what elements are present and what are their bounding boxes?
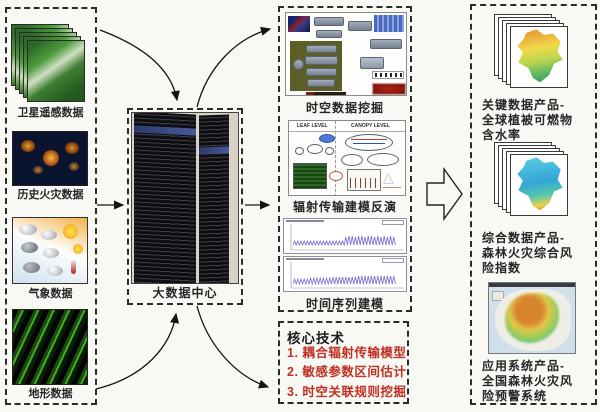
time-series-label: 时间序列建模 (305, 297, 384, 311)
products-box (470, 4, 597, 405)
cloud-icon (43, 248, 59, 258)
processing-box (278, 6, 412, 312)
snow-cloud-icon (47, 266, 63, 276)
data-sources-box (5, 7, 97, 405)
red-result-thumbnail (372, 83, 406, 95)
canopy-thumbnail (347, 169, 381, 191)
fire-risk-index-map-stack (494, 142, 574, 222)
core-tech-item-3: 3. 时空关联规则挖掘 (287, 384, 407, 399)
radiative-transfer-image: LEAF LEVEL CANOPY LEVEL △ (288, 120, 406, 196)
weather-data-label: 气象数据 (28, 288, 73, 300)
fire-risk-index-product-label: 综合数据产品- 森林火灾综合风 险指数 (482, 231, 574, 275)
dark-strip (306, 92, 346, 95)
spatiotemporal-mining-label: 时空数据挖掘 (305, 101, 384, 115)
grid-pattern-thumbnail (374, 15, 404, 32)
satellite-data-label: 卫星遥感数据 (17, 107, 84, 119)
terrain-data-label: 地形数据 (28, 388, 73, 400)
core-tech-item-2: 2. 敏感参数区间估计 (287, 365, 407, 380)
weather-icons-image (12, 217, 88, 284)
barcode-thumbnail (372, 71, 404, 79)
sun-icon (73, 244, 83, 254)
leaf-level-header: LEAF LEVEL (297, 123, 328, 129)
time-series-plot-2 (283, 256, 407, 292)
leaf-sample-thumbnail (293, 163, 327, 189)
rain-cloud-icon (23, 262, 40, 273)
warning-system-screenshot (488, 282, 576, 354)
terrain-image (12, 309, 88, 385)
fuel-moisture-product-label: 关键数据产品- 全球植被可燃物 含水率 (482, 98, 574, 142)
triangle-glyph: △ (383, 169, 394, 185)
data-center-label: 大数据中心 (152, 286, 218, 300)
thermometer-icon (71, 260, 76, 274)
core-tech-item-1: 1. 耦合辐射传输模型 (287, 346, 407, 360)
satellite-thumbnail (288, 16, 310, 32)
core-tech-box: 核心技术 1. 耦合辐射传输模型 2. 敏感参数区间估计 3. 时空关联规则挖掘 (278, 321, 409, 404)
cloud-icon (41, 230, 57, 240)
fire-history-label: 历史火灾数据 (17, 189, 84, 201)
storm-cloud-icon (21, 242, 38, 253)
world-fire-map-image (12, 131, 88, 186)
spatiotemporal-mining-image (285, 12, 407, 96)
model-node (319, 134, 335, 143)
cloud-icon (19, 224, 37, 235)
server-rack-image (131, 112, 239, 284)
sun-icon (63, 224, 78, 239)
warning-system-product-label: 应用系统产品- 全国森林火灾风 险预警系统 (482, 359, 574, 403)
core-tech-title: 核心技术 (287, 331, 345, 346)
radiative-transfer-label: 辐射传输建模反演 (292, 200, 397, 214)
link-node (329, 171, 343, 181)
data-center-box (127, 108, 243, 305)
fuel-moisture-map-stack (494, 14, 574, 94)
workflow-block (290, 41, 342, 91)
time-series-plot-1 (283, 218, 407, 254)
canopy-level-header: CANOPY LEVEL (351, 123, 390, 129)
map-control (492, 291, 504, 301)
satellite-image-stack (11, 24, 89, 104)
